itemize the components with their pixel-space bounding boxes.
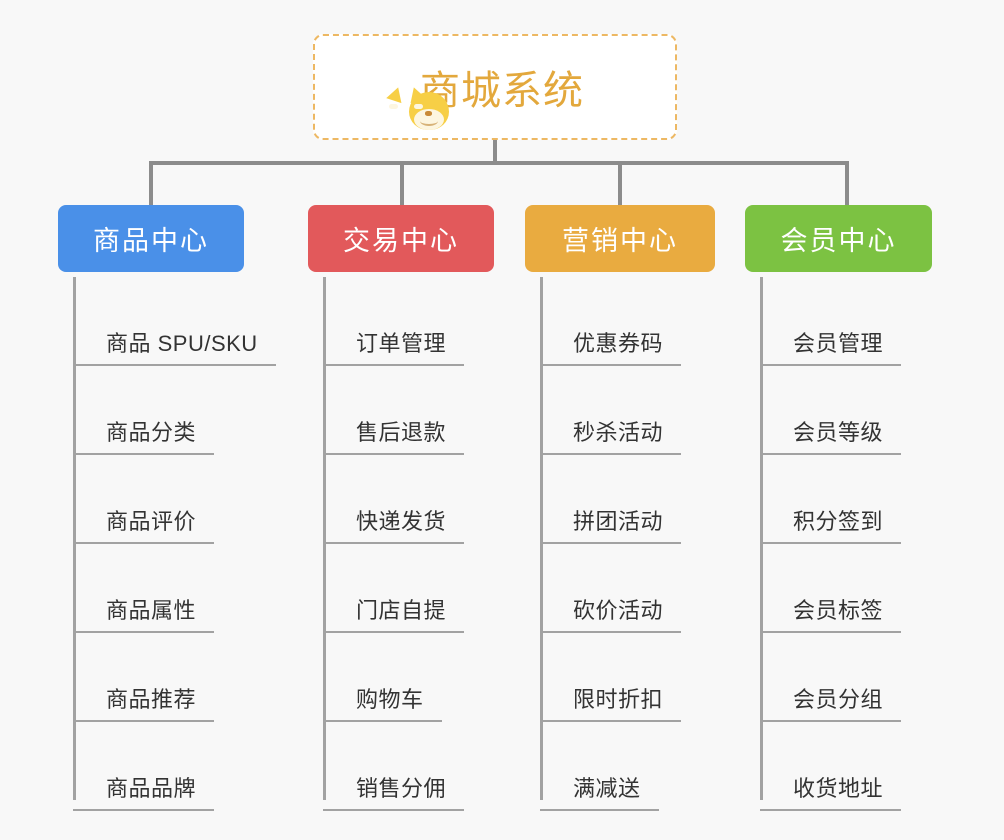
- list-item[interactable]: 商品 SPU/SKU: [73, 277, 276, 366]
- branch-trade-center: 交易中心 订单管理 售后退款 快递发货 门店自提 购物车 销售分佣: [308, 205, 494, 811]
- branch-header-product-center[interactable]: 商品中心: [58, 205, 244, 272]
- leaf-label: 快递发货: [323, 504, 465, 544]
- branch-member-center: 会员中心 会员管理 会员等级 积分签到 会员标签 会员分组 收货地址: [745, 205, 932, 811]
- connector-drop-marketing-center: [618, 161, 622, 205]
- branch-spine-trade-center: [323, 277, 326, 800]
- leaf-label: 购物车: [323, 682, 442, 722]
- branch-marketing-center: 营销中心 优惠券码 秒杀活动 拼团活动 砍价活动 限时折扣 满减送: [525, 205, 715, 811]
- connector-drop-member-center: [845, 161, 849, 205]
- leaf-label: 会员标签: [760, 593, 902, 633]
- list-item[interactable]: 售后退款: [323, 366, 509, 455]
- list-item[interactable]: 优惠券码: [540, 277, 730, 366]
- list-item[interactable]: 会员管理: [760, 277, 947, 366]
- branch-product-center: 商品中心 商品 SPU/SKU 商品分类 商品评价 商品属性 商品推荐 商品品牌: [58, 205, 276, 811]
- leaf-list-member-center: 会员管理 会员等级 积分签到 会员标签 会员分组 收货地址: [760, 277, 947, 811]
- branch-header-marketing-center[interactable]: 营销中心: [525, 205, 715, 272]
- list-item[interactable]: 会员标签: [760, 544, 947, 633]
- leaf-label: 积分签到: [760, 504, 902, 544]
- list-item[interactable]: 订单管理: [323, 277, 509, 366]
- leaf-label: 商品评价: [73, 504, 215, 544]
- leaf-label: 优惠券码: [540, 326, 682, 366]
- leaf-label: 商品推荐: [73, 682, 215, 722]
- list-item[interactable]: 快递发货: [323, 455, 509, 544]
- leaf-label: 拼团活动: [540, 504, 682, 544]
- leaf-label: 商品属性: [73, 593, 215, 633]
- connector-root-stem: [493, 140, 497, 164]
- leaf-label: 商品品牌: [73, 771, 215, 811]
- list-item[interactable]: 商品分类: [73, 366, 259, 455]
- leaf-list-marketing-center: 优惠券码 秒杀活动 拼团活动 砍价活动 限时折扣 满减送: [540, 277, 730, 811]
- list-item[interactable]: 砍价活动: [540, 544, 730, 633]
- list-item[interactable]: 秒杀活动: [540, 366, 730, 455]
- list-item[interactable]: 会员分组: [760, 633, 947, 722]
- list-item[interactable]: 销售分佣: [323, 722, 509, 811]
- branch-spine-member-center: [760, 277, 763, 800]
- branch-header-trade-center[interactable]: 交易中心: [308, 205, 494, 272]
- leaf-label: 商品 SPU/SKU: [73, 326, 276, 366]
- connector-drop-trade-center: [400, 161, 404, 205]
- list-item[interactable]: 收货地址: [760, 722, 947, 811]
- list-item[interactable]: 积分签到: [760, 455, 947, 544]
- leaf-label: 砍价活动: [540, 593, 682, 633]
- list-item[interactable]: 满减送: [540, 722, 730, 811]
- leaf-label: 商品分类: [73, 415, 215, 455]
- leaf-list-product-center: 商品 SPU/SKU 商品分类 商品评价 商品属性 商品推荐 商品品牌: [73, 277, 276, 811]
- leaf-label: 销售分佣: [323, 771, 465, 811]
- leaf-label: 会员管理: [760, 326, 902, 366]
- leaf-label: 限时折扣: [540, 682, 682, 722]
- leaf-label: 秒杀活动: [540, 415, 682, 455]
- branch-spine-marketing-center: [540, 277, 543, 800]
- list-item[interactable]: 购物车: [323, 633, 509, 722]
- leaf-label: 收货地址: [760, 771, 902, 811]
- leaf-label: 订单管理: [323, 326, 465, 366]
- branch-header-member-center[interactable]: 会员中心: [745, 205, 932, 272]
- list-item[interactable]: 商品推荐: [73, 633, 259, 722]
- list-item[interactable]: 会员等级: [760, 366, 947, 455]
- leaf-label: 门店自提: [323, 593, 465, 633]
- leaf-list-trade-center: 订单管理 售后退款 快递发货 门店自提 购物车 销售分佣: [323, 277, 509, 811]
- root-node[interactable]: 商城系统: [313, 34, 677, 140]
- list-item[interactable]: 商品品牌: [73, 722, 259, 811]
- leaf-label: 会员等级: [760, 415, 902, 455]
- branch-spine-product-center: [73, 277, 76, 800]
- leaf-label: 满减送: [540, 771, 659, 811]
- leaf-label: 会员分组: [760, 682, 902, 722]
- list-item[interactable]: 拼团活动: [540, 455, 730, 544]
- list-item[interactable]: 限时折扣: [540, 633, 730, 722]
- list-item[interactable]: 门店自提: [323, 544, 509, 633]
- connector-drop-product-center: [149, 161, 153, 205]
- list-item[interactable]: 商品属性: [73, 544, 259, 633]
- list-item[interactable]: 商品评价: [73, 455, 259, 544]
- leaf-label: 售后退款: [323, 415, 465, 455]
- connector-horizontal-bus: [149, 161, 849, 165]
